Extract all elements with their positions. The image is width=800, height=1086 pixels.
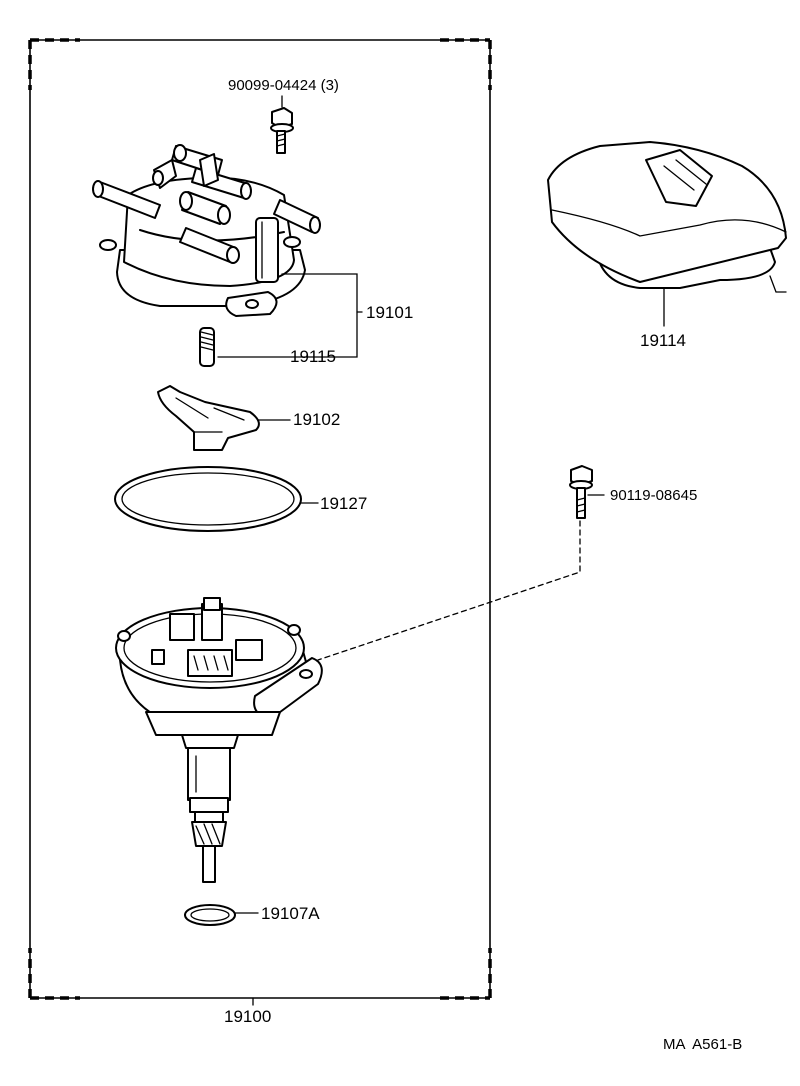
bolt-side-part-number: 90119-08645 [610,487,697,504]
cap-part-number: 19101 [366,303,413,322]
spring-part-number: 19115 [290,347,336,366]
oring-icon [184,904,236,926]
gasket-part-number: 19127 [320,494,367,513]
spring-icon [199,327,215,367]
gasket-icon [114,466,302,532]
drawing-code: MA A561-B [663,1036,742,1053]
rotor-icon [157,385,260,451]
oring-part-number: 19107A [261,904,320,923]
bolt-side-icon [569,465,593,519]
assembly-part-number: 19100 [224,1007,271,1026]
distributor-cover-icon [547,141,787,293]
bolt-top-label: 90099-04424 (3) [228,77,339,94]
bolt-top-number: 90099-04424 [228,77,316,94]
distributor-cap-icon [92,144,321,317]
cap-leader [217,273,358,358]
assembly-frame [28,38,492,1006]
bolt-top-quantity: (3) [321,77,339,94]
rotor-part-number: 19102 [293,410,340,429]
cover-part-number: 19114 [640,331,686,350]
bolt-top-icon [270,107,294,154]
bolt-side-dashed-link [317,520,581,661]
distributor-housing-icon [115,597,323,883]
